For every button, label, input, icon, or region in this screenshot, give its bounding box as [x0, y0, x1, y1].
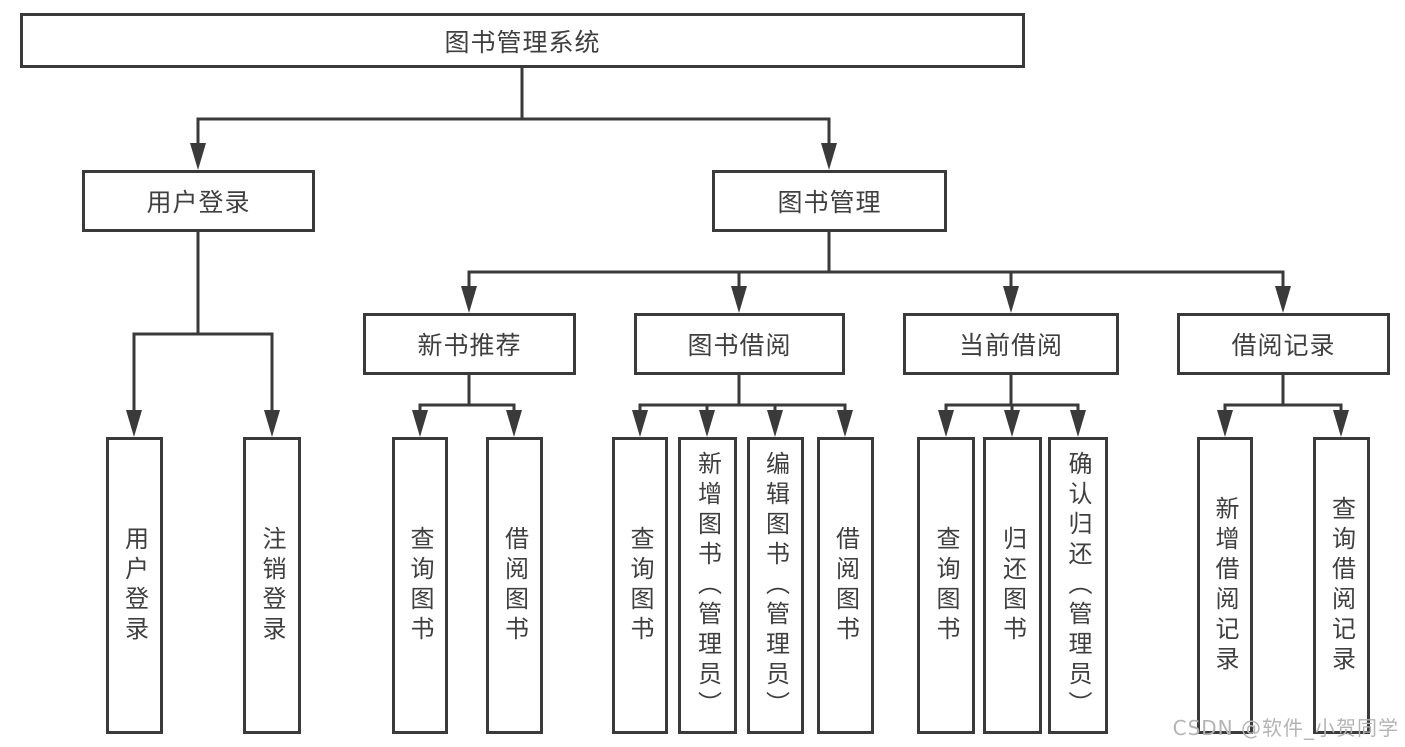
leaf-query-books-current-label: 查询图书: [932, 525, 960, 646]
leaf-query-books-current: 查询图书: [917, 437, 975, 734]
leaf-confirm-return-admin-label: 确认归还（管理员）: [1064, 450, 1092, 721]
leaf-add-book-admin-label: 新增图书（管理员）: [693, 450, 722, 721]
node-root-label: 图书管理系统: [444, 27, 601, 57]
node-book-management-label: 图书管理: [777, 188, 882, 217]
leaf-query-books-recommend: 查询图书: [392, 437, 448, 734]
leaf-add-borrow-record: 新增借阅记录: [1197, 437, 1253, 734]
node-current-borrow: 当前借阅: [903, 313, 1119, 375]
node-borrow-records-label: 借阅记录: [1231, 331, 1336, 360]
node-user-login: 用户登录: [82, 170, 315, 232]
node-borrow-records: 借阅记录: [1177, 313, 1390, 375]
leaf-add-borrow-record-label: 新增借阅记录: [1211, 495, 1239, 676]
leaf-return-book: 归还图书: [983, 437, 1042, 734]
node-user-login-label: 用户登录: [146, 188, 251, 217]
leaf-query-borrow-record: 查询借阅记录: [1313, 437, 1370, 734]
leaf-user-login: 用户登录: [106, 437, 163, 734]
leaf-logout: 注销登录: [243, 437, 301, 734]
leaf-user-login-label: 用户登录: [120, 525, 149, 646]
node-new-book-recommend-label: 新书推荐: [417, 331, 522, 360]
leaf-query-books-recommend-label: 查询图书: [406, 525, 434, 646]
leaf-borrow-books-2: 借阅图书: [817, 437, 874, 734]
node-book-management: 图书管理: [712, 170, 947, 232]
leaf-borrow-books-2-label: 借阅图书: [831, 525, 860, 646]
node-new-book-recommend: 新书推荐: [363, 313, 576, 375]
leaf-borrow-books-recommend: 借阅图书: [486, 437, 543, 734]
leaf-edit-book-admin-label: 编辑图书（管理员）: [761, 450, 790, 721]
leaf-query-borrow-record-label: 查询借阅记录: [1327, 495, 1356, 676]
leaf-confirm-return-admin: 确认归还（管理员）: [1048, 437, 1108, 734]
csdn-watermark: CSDN @软件_小贺同学: [1172, 716, 1399, 740]
leaf-add-book-admin: 新增图书（管理员）: [678, 437, 737, 734]
leaf-query-books-borrow: 查询图书: [612, 437, 668, 734]
leaf-return-book-label: 归还图书: [998, 525, 1027, 646]
node-book-borrow: 图书借阅: [634, 313, 845, 375]
node-root: 图书管理系统: [20, 13, 1025, 68]
leaf-borrow-books-recommend-label: 借阅图书: [500, 525, 529, 646]
node-current-borrow-label: 当前借阅: [958, 331, 1063, 360]
leaf-edit-book-admin: 编辑图书（管理员）: [747, 437, 804, 734]
leaf-logout-label: 注销登录: [258, 525, 286, 646]
leaf-query-books-borrow-label: 查询图书: [626, 525, 654, 646]
node-book-borrow-label: 图书借阅: [687, 331, 792, 360]
